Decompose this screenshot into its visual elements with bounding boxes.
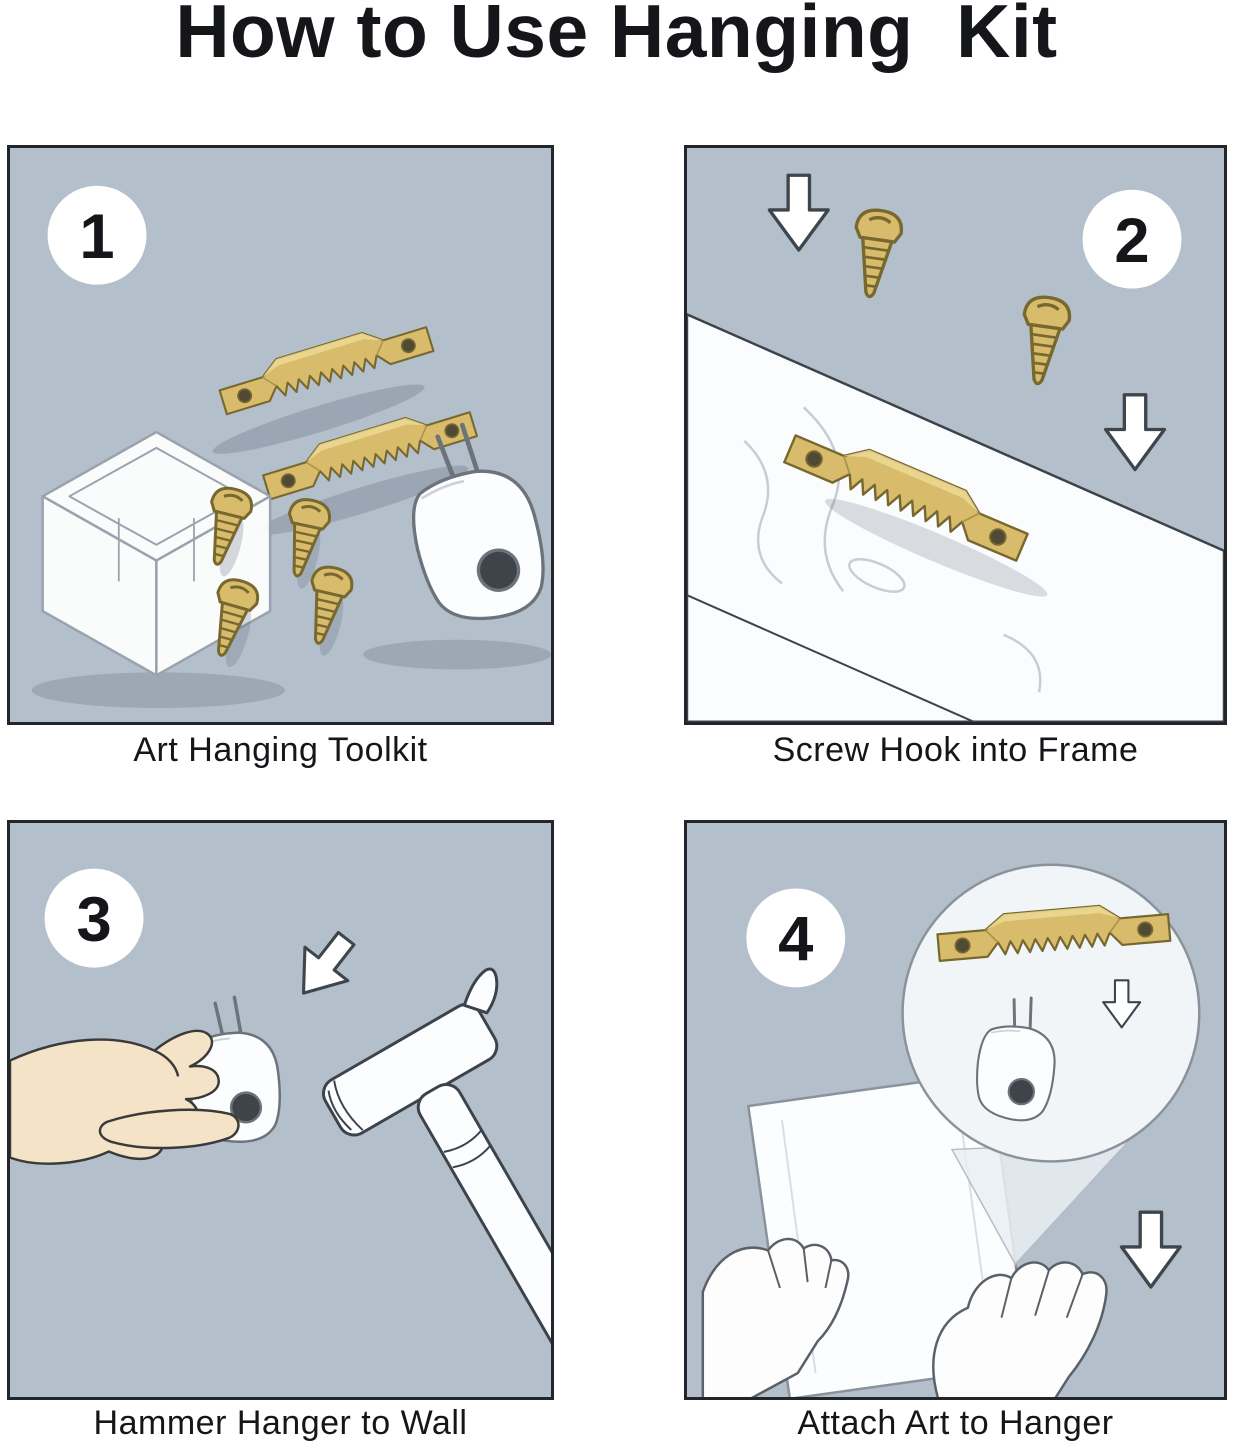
caption-step-1: Art Hanging Toolkit [133, 731, 428, 769]
panel-step-3: 3 [7, 820, 554, 1400]
hand-icon [701, 1237, 850, 1397]
panel-step-2: 2 [684, 145, 1227, 725]
caption-step-3: Hammer Hanger to Wall [93, 1404, 468, 1442]
step-number: 2 [1114, 206, 1149, 276]
down-arrow-icon [280, 920, 370, 1012]
step-number: 3 [76, 885, 111, 955]
attach-art-illustration: 4 [701, 863, 1201, 1397]
shadow [31, 672, 285, 708]
shadow [225, 606, 252, 668]
storage-box-icon [41, 430, 272, 677]
hammer-icon [322, 967, 551, 1363]
down-arrow-icon [1104, 393, 1167, 472]
shadow [363, 639, 551, 670]
toolkit-illustration: 1 [31, 185, 551, 708]
panel-step-4: 4 [684, 820, 1227, 1400]
step-number: 1 [79, 202, 114, 272]
down-arrow-icon [1119, 1210, 1182, 1289]
step-number-badge: 3 [44, 868, 144, 968]
caption-step-4: Attach Art to Hanger [797, 1404, 1114, 1442]
page-title: How to Use Hanging Kit [175, 0, 1058, 73]
hand-icon [932, 1261, 1108, 1397]
hammer-to-wall-illustration: 3 [10, 868, 551, 1363]
caption-step-2: Screw Hook into Frame [772, 731, 1139, 769]
shadow [212, 384, 425, 454]
panel-step-1: 1 [7, 145, 554, 725]
magnifier-circle [901, 863, 1201, 1163]
step-number-badge: 2 [1082, 189, 1182, 289]
down-arrow-icon [767, 173, 830, 252]
hand-icon [10, 1029, 240, 1165]
shadow [825, 498, 1048, 597]
screw-icon [1013, 292, 1074, 389]
step-number-badge: 4 [746, 888, 846, 988]
step-number-badge: 1 [47, 185, 147, 285]
screw-into-frame-illustration: 2 [687, 173, 1224, 722]
step-number: 4 [778, 905, 813, 975]
screw-icon [845, 205, 906, 302]
